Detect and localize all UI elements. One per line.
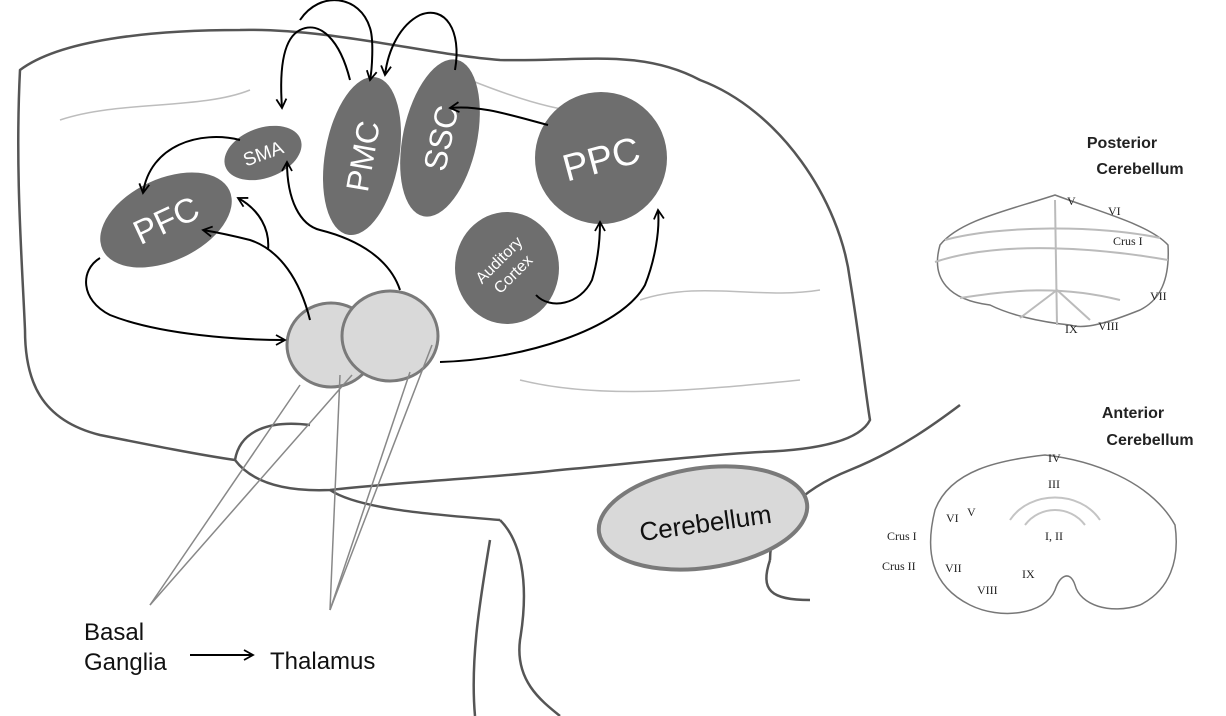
- region-sma: SMA: [217, 116, 309, 190]
- anterior-lobule-ix: IX: [1022, 567, 1035, 581]
- anterior-title-line1: Anterior: [1102, 405, 1164, 422]
- posterior-lobule-vii: VII: [1150, 289, 1167, 303]
- posterior-lobule-viii: VIII: [1098, 319, 1119, 333]
- region-pfc: PFC: [85, 153, 247, 286]
- anterior-cerebellum-panel: Anterior Cerebellum IV III I, II VI V Cr…: [882, 405, 1194, 613]
- region-pmc: PMC: [312, 71, 413, 241]
- posterior-cerebellum-panel: Posterior Cerebellum V VI Crus I VII VII…: [935, 135, 1184, 336]
- posterior-lobule-ix: IX: [1065, 322, 1078, 336]
- anterior-lobule-iii: III: [1048, 477, 1060, 491]
- pointer-lines: [150, 345, 432, 610]
- anterior-lobule-iv: IV: [1048, 451, 1061, 465]
- thalamus-label: Thalamus: [270, 648, 375, 675]
- anterior-lobule-viii: VIII: [977, 583, 998, 597]
- anterior-lobule-i-ii: I, II: [1045, 529, 1063, 543]
- posterior-title-line1: Posterior: [1087, 135, 1157, 152]
- posterior-title-line2: Cerebellum: [1096, 161, 1183, 178]
- basal-ganglia-label-line1: Basal: [84, 619, 144, 646]
- region-auditory-cortex: Auditory Cortex: [455, 212, 559, 324]
- region-ssc: SSC: [387, 52, 493, 224]
- anterior-lobule-vi: VI: [946, 511, 959, 525]
- basal-ganglia-label-line2: Ganglia: [84, 649, 167, 676]
- anterior-lobule-v: V: [967, 505, 976, 519]
- posterior-lobule-vi: VI: [1108, 204, 1121, 218]
- region-ppc: PPC: [535, 92, 667, 224]
- anterior-lobule-crus1: Crus I: [887, 529, 917, 543]
- anterior-lobule-vii: VII: [945, 561, 962, 575]
- anterior-title-line2: Cerebellum: [1106, 432, 1193, 449]
- posterior-lobule-crus1: Crus I: [1113, 234, 1143, 248]
- brain-outline: [18, 30, 960, 716]
- posterior-lobule-v: V: [1067, 194, 1076, 208]
- anterior-lobule-crus2: Crus II: [882, 559, 916, 573]
- region-cerebellum: Cerebellum: [592, 454, 814, 582]
